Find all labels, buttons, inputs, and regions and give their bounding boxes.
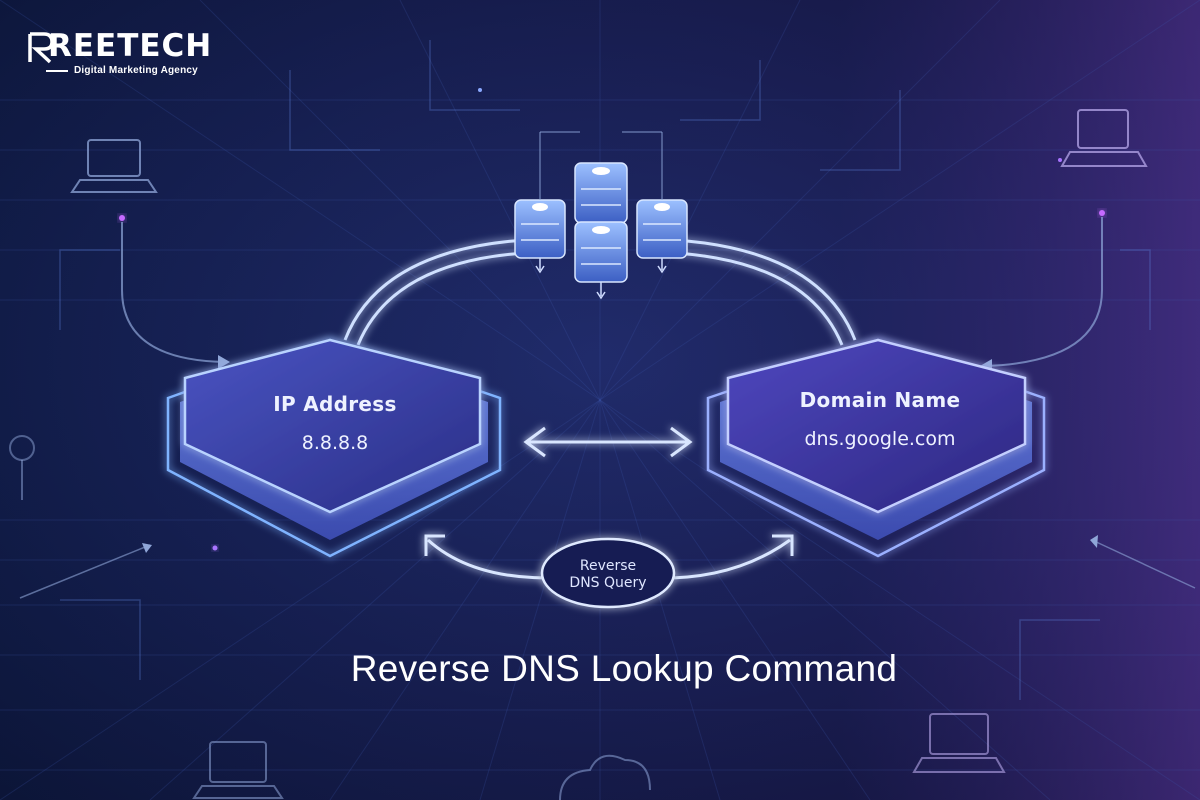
curved-arrow-icon [424,534,549,580]
left-guide-arrow [121,222,230,369]
glow-dots [119,88,1105,551]
reetech-logo-mark [28,32,54,64]
query-badge-line-2: DNS Query [569,575,647,591]
ip-address-value: 8.8.8.8 [301,432,369,454]
domain-name-hexagon [706,338,1046,558]
domain-name-label-group: Domain Name dns.google.com [770,388,990,450]
brand-logo: REETECH Digital Marketing Agency [26,30,226,76]
page-caption: Reverse DNS Lookup Command [350,648,898,689]
laptop-icon [70,139,158,193]
logo-wordmark: REETECH [48,28,213,64]
domain-name-value: dns.google.com [804,428,956,450]
lower-right-arrow [1090,535,1196,589]
query-badge-line-1: Reverse [579,558,637,574]
query-badge-label: Reverse DNS Query [546,558,670,592]
cloud-icon [559,754,651,800]
laptop-icon [912,713,1006,773]
domain-name-title: Domain Name [799,388,961,412]
laptop-icon [192,741,284,799]
logo-divider [46,69,68,72]
circuit-traces [59,40,1151,700]
logo-subline: Digital Marketing Agency [46,65,226,76]
connection-ring [343,238,857,346]
laptop-icon [1060,109,1148,167]
key-icon [9,435,35,500]
ip-address-hexagon [166,338,502,558]
logo-tagline: Digital Marketing Agency [74,65,198,76]
bidirectional-arrow-icon [523,426,693,458]
lower-left-arrow [19,543,152,599]
ip-address-label-group: IP Address 8.8.8.8 [225,392,445,454]
reverse-dns-query-badge [540,537,676,609]
curved-arrow-icon [671,534,794,580]
ip-address-title: IP Address [273,392,397,416]
server-stack-icon [514,131,688,300]
